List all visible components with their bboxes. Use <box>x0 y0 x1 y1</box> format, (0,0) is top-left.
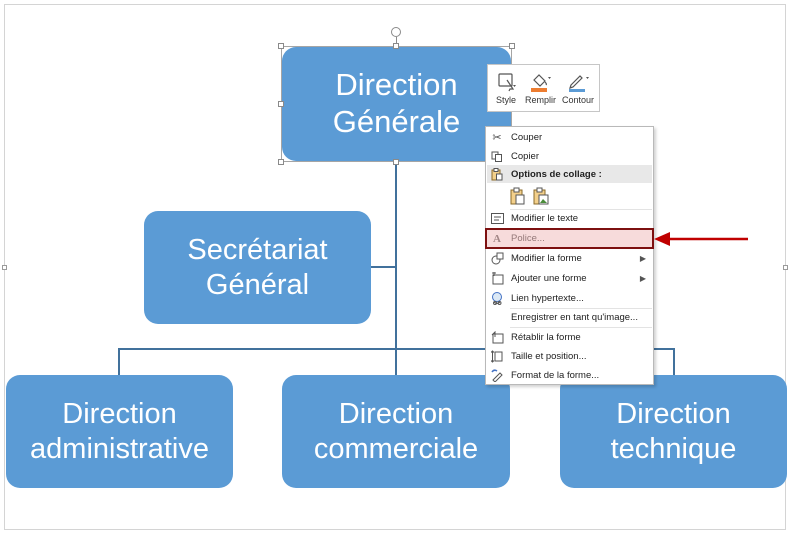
mini-toolbar: Style Remplir Contour <box>487 64 600 112</box>
node-text-line1: Direction <box>338 398 454 431</box>
resize-handle-ne[interactable] <box>509 43 515 49</box>
menu-label: Taille et position... <box>511 351 587 362</box>
menu-label: Modifier la forme <box>511 253 582 264</box>
menu-item-change-shape[interactable]: Modifier la forme ▶ <box>486 249 653 268</box>
submenu-arrow-icon: ▶ <box>639 274 646 283</box>
rotate-handle[interactable] <box>391 27 401 37</box>
menu-item-hyperlink[interactable]: Lien hypertexte... <box>486 289 653 308</box>
copy-icon <box>490 150 504 164</box>
change-shape-icon <box>490 252 504 266</box>
node-text-line2: commerciale <box>313 432 479 465</box>
node-text-line2: administrative <box>30 432 209 465</box>
outline-color-swatch <box>568 89 585 92</box>
style-button[interactable]: Style <box>493 71 519 105</box>
node-text-line2: Générale <box>332 104 461 139</box>
red-pointer-arrow-icon <box>654 232 748 246</box>
paint-bucket-icon <box>531 74 552 92</box>
pen-outline-icon <box>568 75 589 92</box>
menu-separator <box>510 308 652 309</box>
add-shape-icon <box>490 272 504 286</box>
node-direction-administrative[interactable]: Direction administrative <box>6 375 233 488</box>
paste-option-keep-formatting[interactable] <box>508 185 528 207</box>
fill-color-swatch <box>531 88 548 92</box>
frame-handle-right[interactable] <box>783 265 788 270</box>
node-text-line1: Secrétariat <box>187 234 328 267</box>
connector-top-vertical <box>395 162 397 375</box>
outline-button[interactable]: Contour <box>562 71 594 105</box>
clipboard-icon <box>490 167 504 181</box>
node-secretariat-general[interactable]: Secrétariat Général <box>144 211 371 324</box>
reset-shape-icon <box>490 331 504 345</box>
paste-options-header: Options de collage : <box>487 165 652 183</box>
menu-separator <box>510 327 652 328</box>
menu-label: Rétablir la forme <box>511 332 581 343</box>
menu-label: Options de collage : <box>511 168 602 180</box>
node-text-line1: Direction <box>62 398 177 431</box>
node-text-line2: technique <box>610 432 737 465</box>
context-menu: ✂ Couper Copier Options de collage : Mod… <box>485 126 654 385</box>
submenu-arrow-icon: ▶ <box>639 254 646 263</box>
font-item-highlight <box>485 228 654 249</box>
menu-label: Modifier le texte <box>511 213 579 224</box>
paste-picture-icon <box>533 187 549 204</box>
rotate-connector <box>396 37 397 46</box>
fill-button[interactable]: Remplir <box>525 71 556 105</box>
hyperlink-icon <box>490 292 504 306</box>
edit-text-icon <box>490 212 504 226</box>
menu-separator <box>510 209 652 210</box>
selection-box <box>281 46 512 162</box>
menu-item-add-shape[interactable]: Ajouter une forme ▶ <box>486 269 653 288</box>
shape-style-icon <box>498 73 516 92</box>
menu-item-save-as-image[interactable]: Enregistrer en tant qu'image... <box>486 308 653 327</box>
size-position-icon <box>490 350 504 364</box>
menu-label: Ajouter une forme <box>511 273 587 284</box>
node-direction-generale[interactable]: Direction Générale <box>282 47 511 161</box>
node-text-line1: Direction <box>616 398 731 431</box>
fill-label: Remplir <box>524 95 556 105</box>
resize-handle-n[interactable] <box>393 43 399 49</box>
frame-handle-left[interactable] <box>2 265 7 270</box>
resize-handle-sw[interactable] <box>278 159 284 165</box>
menu-label: Copier <box>511 151 539 162</box>
menu-label: Enregistrer en tant qu'image... <box>511 312 638 323</box>
connector-horizontal <box>118 348 675 350</box>
resize-handle-nw[interactable] <box>278 43 284 49</box>
node-direction-commerciale[interactable]: Direction commerciale <box>282 375 510 488</box>
style-label: Style <box>495 95 516 105</box>
outline-label: Contour <box>561 95 594 105</box>
format-shape-icon <box>490 369 504 383</box>
menu-item-format-shape[interactable]: Format de la forme... <box>486 366 653 385</box>
node-text-line1: Direction <box>335 67 458 103</box>
connector-left-drop <box>118 348 120 376</box>
menu-item-edit-text[interactable]: Modifier le texte <box>486 209 653 228</box>
menu-item-size-position[interactable]: Taille et position... <box>486 347 653 366</box>
scissors-icon: ✂ <box>492 132 502 144</box>
menu-label: Format de la forme... <box>511 370 600 381</box>
connector-right-drop <box>673 348 675 376</box>
resize-handle-w[interactable] <box>278 101 284 107</box>
node-direction-technique[interactable]: Direction technique <box>560 375 787 488</box>
node-text-line2: Général <box>205 268 310 301</box>
paste-option-picture[interactable] <box>531 185 551 207</box>
menu-item-cut[interactable]: ✂ Couper <box>486 128 653 147</box>
paste-keep-icon <box>510 187 525 204</box>
connector-assistant <box>370 266 397 268</box>
menu-label: Couper <box>511 132 543 143</box>
menu-label: Lien hypertexte... <box>511 293 584 304</box>
resize-handle-s[interactable] <box>393 159 399 165</box>
menu-item-reset-shape[interactable]: Rétablir la forme <box>486 328 653 347</box>
menu-item-copy[interactable]: Copier <box>486 147 653 166</box>
